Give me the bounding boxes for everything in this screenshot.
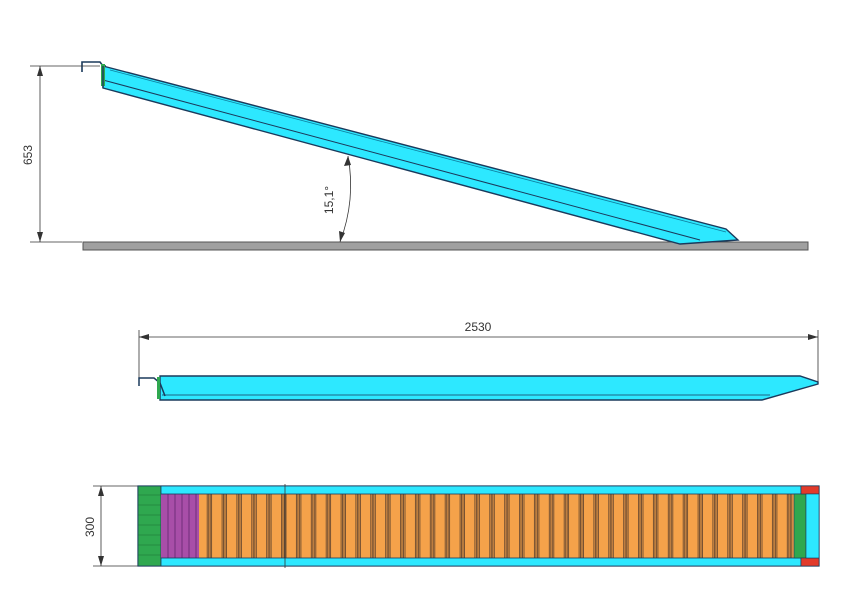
top-view: 300 <box>83 484 820 568</box>
deck-slat <box>533 494 540 558</box>
deck-slat <box>414 494 421 558</box>
angle-dim-arc <box>339 155 352 243</box>
angle-dim-arrow-top <box>344 156 351 166</box>
deck-slat <box>727 494 733 558</box>
deck-slat <box>325 494 332 558</box>
deck-slat <box>757 494 763 558</box>
deck-slat <box>504 494 510 558</box>
deck-slat <box>206 494 213 558</box>
top-end-green <box>793 493 807 559</box>
deck-slat <box>786 494 793 558</box>
flat-ramp-hook <box>138 377 166 397</box>
deck-slat <box>608 494 614 558</box>
length-dim-arrow-right <box>808 334 818 340</box>
inclined-ramp-edge <box>102 79 701 241</box>
top-rail-bottom <box>160 557 802 567</box>
deck-slat <box>429 494 436 558</box>
length-dim-label: 2530 <box>465 320 492 334</box>
deck-slat <box>385 494 391 558</box>
deck-slat <box>340 494 346 558</box>
deck-slat <box>563 494 570 558</box>
deck-slat <box>682 494 689 558</box>
top-purple-section <box>161 494 199 558</box>
deck-slat <box>697 494 703 558</box>
deck-slat <box>652 494 659 558</box>
width-dim-arrow-bottom <box>98 556 104 566</box>
top-hook-lines <box>138 494 161 556</box>
ground-plate <box>82 241 809 251</box>
deck-slat <box>489 494 495 558</box>
flat-ramp-hook-green <box>157 377 160 399</box>
deck-slat <box>474 494 480 558</box>
top-end-cap-top <box>800 485 820 495</box>
deck-slat <box>221 494 227 558</box>
deck-slat <box>638 494 644 558</box>
deck-slat <box>251 494 257 558</box>
top-end-plate <box>805 493 820 559</box>
top-rail-top <box>160 485 802 495</box>
deck-slat <box>355 494 361 558</box>
height-dim-arrow-top <box>37 66 43 76</box>
deck-slat <box>623 494 629 558</box>
top-end-cap-bottom <box>800 557 820 567</box>
deck-slat <box>578 494 584 558</box>
flat-view: 2530 <box>138 320 819 401</box>
inclined-ramp-body <box>102 65 740 245</box>
deck-slat <box>548 494 555 558</box>
deck-slat <box>400 494 406 558</box>
flat-ramp-body <box>159 375 819 401</box>
deck-slat <box>310 494 317 558</box>
width-dim-label: 300 <box>83 517 97 537</box>
deck-slat <box>742 494 748 558</box>
deck-slat <box>712 494 718 558</box>
deck-slat <box>519 494 525 558</box>
deck-slat <box>370 494 376 558</box>
deck-slat <box>236 494 242 558</box>
deck-slat <box>444 494 451 558</box>
inclined-ramp-top-edge <box>109 69 727 233</box>
side-view: 653 15,1° <box>21 61 809 251</box>
top-hook-block <box>137 485 162 567</box>
deck-slat <box>295 494 302 558</box>
deck-slat <box>667 494 674 558</box>
angle-dim-label: 15,1° <box>322 186 336 214</box>
deck-slat <box>281 494 287 558</box>
top-purple-lines <box>167 494 197 558</box>
height-dim-label: 653 <box>21 145 35 165</box>
height-dim-arrow-bottom <box>37 232 43 242</box>
angle-dim-arrow-bottom <box>339 231 345 242</box>
top-slats <box>206 494 793 558</box>
length-dim-arrow-left <box>139 334 149 340</box>
deck-slat <box>266 494 272 558</box>
deck-slat <box>593 494 599 558</box>
width-dim-arrow-top <box>98 486 104 496</box>
deck-slat <box>771 494 778 558</box>
deck-slat <box>459 494 465 558</box>
